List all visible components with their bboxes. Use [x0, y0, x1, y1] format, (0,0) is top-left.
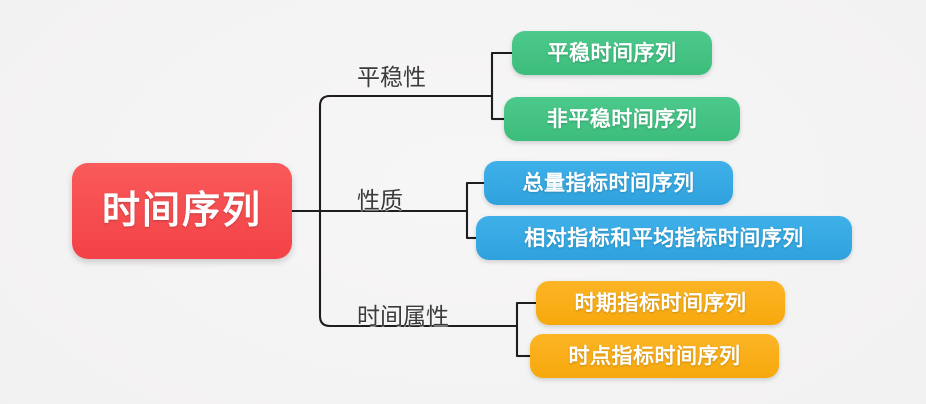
leaf-node-label: 总量指标时间序列 — [522, 171, 695, 195]
branch-label-stationarity[interactable]: 平稳性 — [357, 64, 426, 90]
leaf-node-label: 时期指标时间序列 — [574, 291, 747, 315]
connector-branch-1-children — [490, 51, 498, 121]
leaf-node-aggregate-indicator-series[interactable]: 总量指标时间序列 — [484, 161, 733, 205]
branch-label-time-attribute[interactable]: 时间属性 — [357, 303, 449, 329]
leaf-node-label: 时点指标时间序列 — [568, 344, 741, 368]
leaf-node-label: 相对指标和平均指标时间序列 — [524, 226, 804, 250]
connector-branch-2-children — [465, 181, 473, 240]
leaf-node-point-indicator-series[interactable]: 时点指标时间序列 — [530, 334, 779, 378]
leaf-node-stationary-series[interactable]: 平稳时间序列 — [512, 31, 712, 75]
leaf-node-label: 非平稳时间序列 — [546, 107, 698, 131]
root-node-label: 时间序列 — [101, 190, 262, 232]
leaf-node-label: 平稳时间序列 — [547, 41, 677, 65]
branch-label-nature[interactable]: 性质 — [357, 187, 403, 213]
leaf-node-relative-average-indicator-series[interactable]: 相对指标和平均指标时间序列 — [476, 216, 852, 260]
root-node-time-series[interactable]: 时间序列 — [72, 163, 292, 259]
leaf-node-non-stationary-series[interactable]: 非平稳时间序列 — [504, 97, 740, 141]
leaf-node-period-indicator-series[interactable]: 时期指标时间序列 — [536, 281, 785, 325]
connector-branch-3-children — [515, 301, 523, 358]
